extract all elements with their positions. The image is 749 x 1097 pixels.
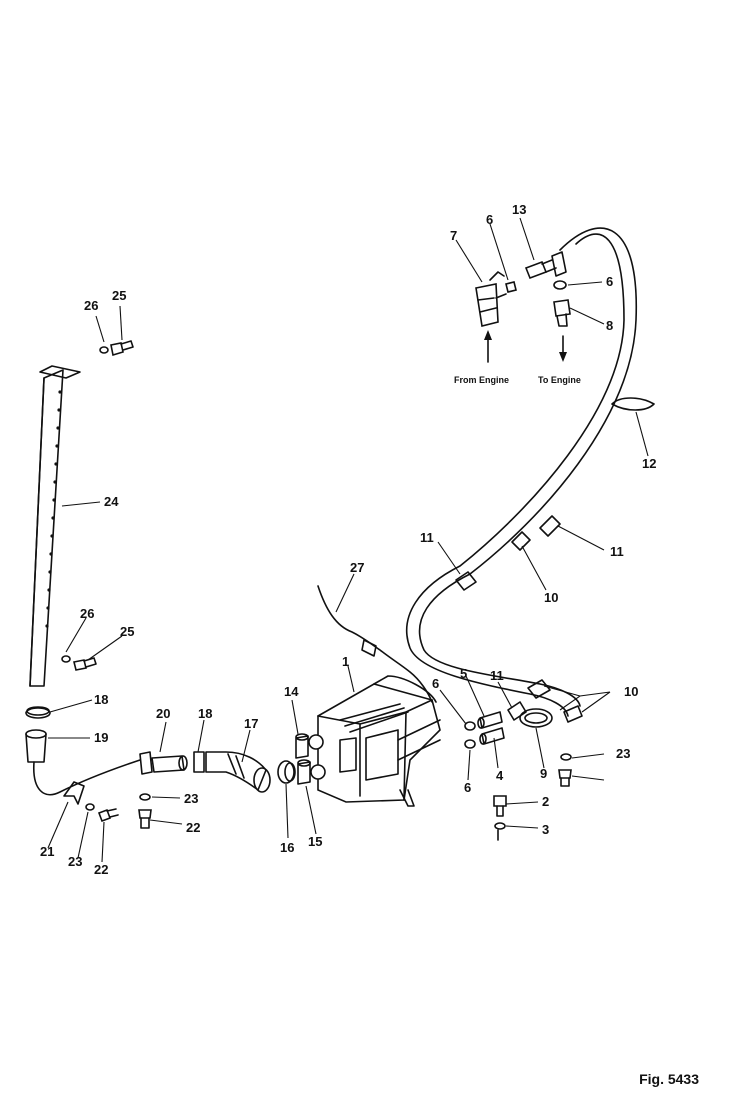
callout-6-fitting: 6 xyxy=(606,274,613,289)
arrow-to-engine xyxy=(559,335,567,362)
callout-19: 19 xyxy=(94,730,108,745)
duct-17 xyxy=(205,751,271,793)
callout-15: 15 xyxy=(308,834,322,849)
callout-24: 24 xyxy=(104,494,119,509)
callout-26-bottom: 26 xyxy=(80,606,94,621)
hose-19 xyxy=(25,729,47,763)
callout-8: 8 xyxy=(606,318,613,333)
valve-7 xyxy=(475,271,507,327)
callout-numbers: 26 25 24 26 25 18 19 20 18 17 14 1 27 16… xyxy=(40,202,656,877)
clamp-11-lower xyxy=(527,679,551,699)
clamp-6-lower xyxy=(464,739,476,749)
clamp-11-left xyxy=(455,571,477,591)
callout-9: 9 xyxy=(540,766,547,781)
callout-13: 13 xyxy=(512,202,526,217)
bolt-25-washer-26-top xyxy=(99,340,134,357)
joint-20 xyxy=(139,751,205,775)
label-to-engine: To Engine xyxy=(538,375,581,385)
cap-14 xyxy=(295,733,309,759)
callout-18-left: 18 xyxy=(94,692,108,707)
callout-16: 16 xyxy=(280,840,294,855)
fitting-13 xyxy=(524,251,567,280)
nut-6-upper xyxy=(505,281,517,293)
bolt-22-washer-23-right xyxy=(558,753,572,787)
callout-4: 4 xyxy=(496,768,504,783)
callout-20: 20 xyxy=(156,706,170,721)
callout-6-heater-upper: 6 xyxy=(432,676,439,691)
callout-11-heater: 11 xyxy=(490,668,504,683)
hose-line-left xyxy=(33,759,141,805)
callout-22-left: 22 xyxy=(94,862,108,877)
callout-1: 1 xyxy=(342,654,349,669)
callout-2: 2 xyxy=(542,794,549,809)
callout-17: 17 xyxy=(244,716,258,731)
callout-23-right: 23 xyxy=(616,746,630,761)
heater-unit-1 xyxy=(308,675,441,807)
bolt-2 xyxy=(493,795,507,817)
callout-27: 27 xyxy=(350,560,364,575)
callout-10-right: 10 xyxy=(624,684,638,699)
hose-loop-9 xyxy=(507,701,553,728)
callout-26-top: 26 xyxy=(84,298,98,313)
callout-10-mid: 10 xyxy=(544,590,558,605)
callout-12: 12 xyxy=(642,456,656,471)
clamp-12 xyxy=(611,397,655,411)
callout-21: 21 xyxy=(40,844,54,859)
callout-14: 14 xyxy=(284,684,299,699)
bolt-22-washer-23-left xyxy=(85,803,119,823)
bolt-22-washer-23-center xyxy=(138,793,152,829)
hose-joint-5 xyxy=(477,711,503,729)
callout-5: 5 xyxy=(460,666,467,681)
callout-23-left: 23 xyxy=(68,854,82,869)
washer-3 xyxy=(494,822,506,841)
callout-23-center: 23 xyxy=(184,791,198,806)
callout-18-center: 18 xyxy=(198,706,212,721)
callout-6-valve: 6 xyxy=(486,212,493,227)
duct-24 xyxy=(29,365,81,687)
clamp-11-right xyxy=(539,515,561,537)
callout-25-top: 25 xyxy=(112,288,126,303)
callout-22-center: 22 xyxy=(186,820,200,835)
callout-7: 7 xyxy=(450,228,457,243)
callout-11-right: 11 xyxy=(610,544,624,559)
nut-6-right xyxy=(553,280,567,290)
callout-25-bottom: 25 xyxy=(120,624,134,639)
valve-8 xyxy=(553,299,571,327)
label-from-engine: From Engine xyxy=(454,375,509,385)
clamp-18 xyxy=(25,706,51,719)
clamp-10-right xyxy=(563,705,583,723)
clamp-6-upper xyxy=(464,721,476,731)
callout-11-left: 11 xyxy=(420,530,434,545)
wire-27 xyxy=(317,585,433,703)
cap-15 xyxy=(297,759,311,785)
leader-lines xyxy=(47,217,649,863)
coolant-hose xyxy=(405,227,638,717)
hose-joint-4 xyxy=(479,727,505,745)
arrow-from-engine xyxy=(484,330,492,363)
clamp-10-mid xyxy=(511,531,531,551)
callout-6-heater-lower: 6 xyxy=(464,780,471,795)
callout-3: 3 xyxy=(542,822,549,837)
ring-16 xyxy=(277,760,296,784)
figure-label: Fig. 5433 xyxy=(639,1071,699,1087)
